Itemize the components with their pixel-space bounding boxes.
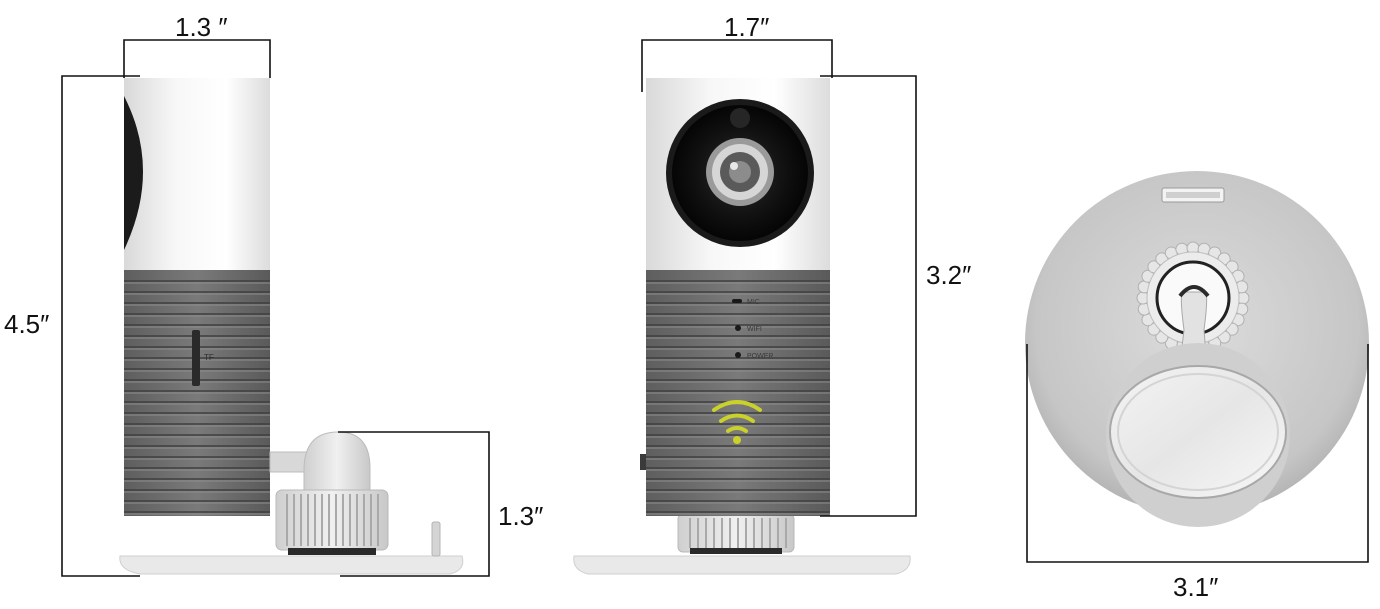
side-knob-gap (288, 548, 376, 555)
front-side-port (640, 454, 646, 470)
side-lens-bulge (124, 96, 143, 250)
tf-slot-label: TF (204, 353, 214, 362)
front-band-ribs (646, 280, 830, 515)
tf-card-slot (192, 330, 200, 386)
side-view-camera: TF (119, 78, 464, 575)
side-knob-knurl (286, 494, 379, 546)
front-width-label: 1.7″ (724, 12, 770, 42)
base-dimension-lines (1026, 344, 1369, 563)
base-clip-inner (1166, 192, 1220, 198)
wifi-signal-icon (712, 400, 762, 444)
mount-height-label: 1.3″ (498, 501, 544, 531)
side-mount-ball (303, 431, 371, 495)
ir-sensor (730, 108, 750, 128)
body-height-label: 3.2″ (926, 260, 972, 290)
front-knob-knurl (689, 518, 787, 548)
front-knob-gap (690, 548, 782, 554)
side-width-bracket (123, 39, 271, 78)
mount-height-bracket (338, 431, 490, 577)
base-diameter-label: 3.1″ (1173, 572, 1219, 602)
side-width-label: 1.3 ″ (175, 12, 228, 42)
lens-glint (730, 162, 738, 170)
base-diameter-bracket (1026, 344, 1369, 563)
total-height-label: 4.5″ (4, 309, 50, 339)
side-base-pin (431, 521, 441, 557)
arm-hinge (1178, 285, 1210, 298)
mount-pad (1109, 365, 1287, 499)
side-dimension-lines (61, 39, 490, 577)
body-height-bracket (820, 75, 917, 517)
wifi-led (735, 325, 741, 331)
side-base-plate (119, 555, 464, 575)
mic-indicator (732, 299, 742, 303)
front-mount-knob (677, 513, 795, 553)
power-label: POWER (747, 353, 773, 360)
mount-pad-rim (1117, 373, 1279, 491)
side-white-shell (124, 78, 270, 270)
power-led (735, 352, 741, 358)
front-base-plate (573, 555, 911, 575)
bottom-view-base (1025, 171, 1369, 527)
front-width-bracket (641, 39, 833, 92)
total-height-bracket (61, 75, 140, 577)
mic-label: MIC (747, 299, 760, 306)
wifi-label: WIFI (747, 326, 762, 333)
front-dimension-lines (641, 39, 917, 517)
front-view-camera: MIC WIFI POWER (573, 78, 911, 575)
